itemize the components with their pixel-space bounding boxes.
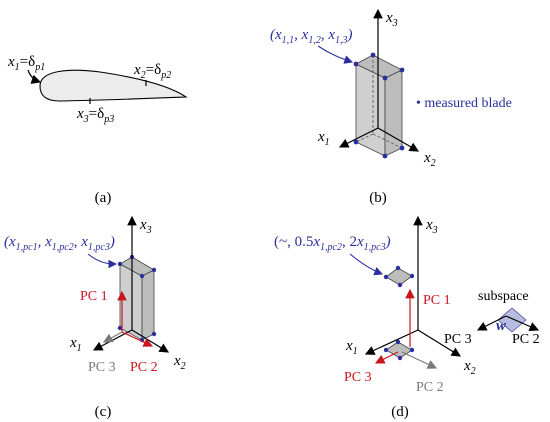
axis-d-x2 [417, 329, 462, 357]
label-b-x2: x2 [423, 150, 436, 169]
panel-d: x3 x1 x2 PC 1 PC 3 PC 2 (~, 0.5x1,pc2, 2… [274, 215, 540, 420]
axis-d-x1 [364, 329, 419, 355]
axis-b-x1 [338, 127, 379, 148]
axis-c-x1 [92, 329, 133, 351]
legend-measured-blade: • measured blade [416, 96, 512, 111]
coord-b: (x1,1, x1,2, x1,3) [270, 27, 353, 46]
box-b-side [384, 69, 403, 157]
label-a-x2: x2=δp2 [133, 62, 171, 81]
airfoil-shape [39, 69, 188, 102]
coord-d: (~, 0.5x1,pc2, 2x1,pc3) [274, 234, 391, 253]
coord-c: (x1,pc1, x1,pc2, x1,pc3) [4, 234, 115, 253]
label-sub-pc3: PC 3 [444, 332, 472, 347]
panel-c: x3 x1 x2 PC 1 PC 3 PC 2 (x1,pc1, x1,pc2,… [4, 215, 186, 420]
label-d-x3: x3 [425, 217, 438, 236]
axis-b-x2 [377, 127, 420, 152]
label-b-x1: x1 [317, 129, 330, 148]
box-c-side [141, 269, 155, 341]
panel-a: x1=δp1 x2=δp2 x3=δp3 (a) [7, 54, 188, 206]
caption-d: (d) [391, 404, 409, 420]
label-b-x3: x3 [385, 10, 398, 29]
label-subspace: subspace [478, 289, 529, 304]
label-c-pc1: PC 1 [80, 289, 108, 304]
label-c-x1: x1 [69, 335, 82, 354]
label-a-x1: x1=δp1 [7, 54, 45, 73]
label-d-pc3: PC 3 [344, 370, 372, 385]
label-d-x1: x1 [345, 338, 358, 357]
square-d-upper [385, 267, 413, 286]
caption-a: (a) [95, 190, 112, 206]
box-c-front [119, 263, 143, 341]
label-c-pc3: PC 3 [88, 360, 116, 375]
panel-b: x3 x1 x2 (x1,1, x1,2, x1,3) • measured b… [270, 8, 512, 206]
label-d-x2: x2 [463, 358, 476, 377]
label-w: w [496, 318, 507, 334]
label-c-x3: x3 [139, 217, 152, 236]
subspace-diamond [497, 307, 527, 333]
label-sub-pc2: PC 2 [512, 332, 540, 347]
label-a-x3: x3=δp3 [76, 106, 114, 125]
caption-b: (b) [369, 190, 387, 206]
label-c-pc2: PC 2 [130, 360, 158, 375]
box-b-front [355, 63, 386, 157]
label-d-pc2: PC 2 [416, 380, 444, 395]
caption-c: (c) [95, 404, 112, 420]
label-d-pc1: PC 1 [423, 293, 451, 308]
label-c-x2: x2 [173, 353, 186, 372]
